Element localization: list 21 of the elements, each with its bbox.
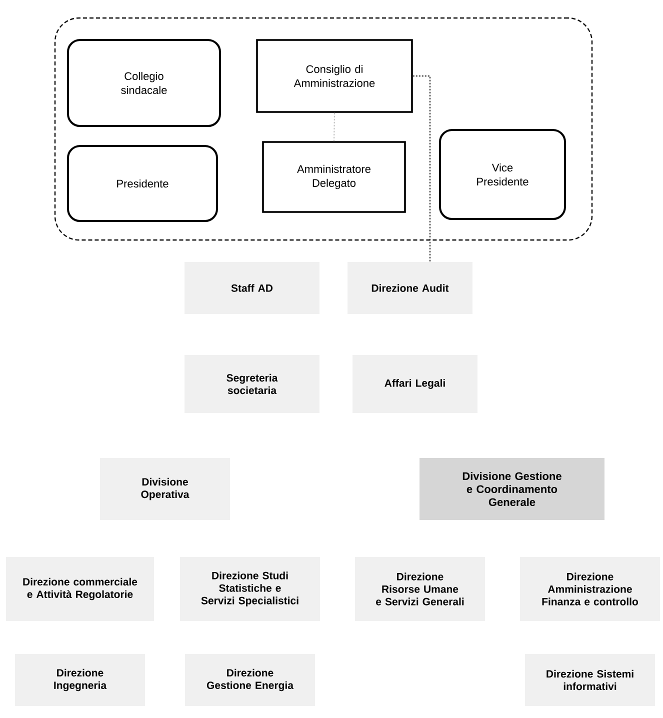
- connector-line: [334, 112, 335, 142]
- shaded-box: Direzione Amministrazione Finanza e controllo: [520, 557, 660, 621]
- shaded-box: Staff AD: [184, 262, 320, 314]
- shaded-box: Direzione Gestione Energia: [185, 654, 315, 706]
- shaded-box: Segreteria societaria: [184, 355, 320, 413]
- shaded-box: Direzione Sistemi informativi: [525, 654, 655, 706]
- shaded-box: Direzione commerciale e Attività Regolatorie: [6, 557, 154, 621]
- rounded-box: Presidente: [67, 145, 218, 222]
- rounded-box: Vice Presidente: [439, 129, 566, 220]
- shaded-box: Direzione Ingegneria: [15, 654, 145, 706]
- dashed-group-frame: [54, 17, 593, 241]
- shaded-box: Divisione Gestione e Coordinamento Generale: [420, 458, 604, 520]
- rounded-box: Collegio sindacale: [67, 39, 221, 127]
- process-box: Consiglio di Amministrazione: [256, 39, 413, 113]
- process-box: Amministratore Delegato: [262, 141, 406, 213]
- shaded-box: Divisione Operativa: [100, 458, 230, 520]
- shaded-box: Affari Legali: [352, 355, 478, 413]
- shaded-box: Direzione Audit: [348, 262, 472, 314]
- shaded-box: Direzione Risorse Umane e Servizi Generali: [355, 557, 485, 621]
- shaded-box: Direzione Studi Statistiche e Servizi Specialistici: [180, 557, 320, 621]
- connector-line: [412, 76, 430, 262]
